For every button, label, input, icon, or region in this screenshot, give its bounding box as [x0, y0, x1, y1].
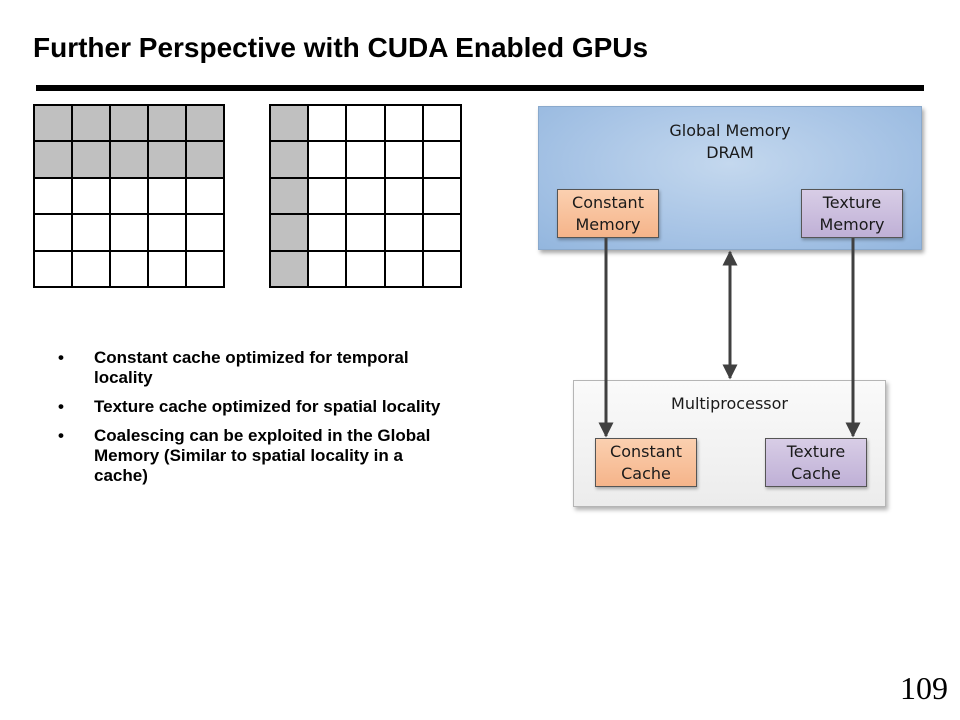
grid-cell-shaded [148, 141, 186, 178]
grid-cell-shaded [72, 105, 110, 142]
grid-cell [422, 250, 461, 287]
multiprocessor-label: Multiprocessor [671, 394, 788, 413]
grid-cell [346, 250, 385, 287]
grid-cell [308, 141, 347, 178]
bullet-item: • Texture cache optimized for spatial lo… [58, 397, 458, 417]
grid-cell [72, 250, 110, 287]
grid-cell-shaded [270, 141, 309, 178]
grid-cell [186, 250, 224, 287]
grid-cell [346, 141, 385, 178]
grid-cell-shaded [72, 141, 110, 178]
texture-cache-line1: Texture [786, 441, 846, 461]
grid-cell [384, 250, 423, 287]
grid-cell [148, 250, 186, 287]
grid-cell [148, 177, 186, 215]
global-memory-subtitle: DRAM [706, 143, 754, 162]
grid-cell-shaded [270, 214, 309, 251]
grid-cell [422, 141, 461, 178]
grid-cell [308, 105, 347, 142]
bullet-marker: • [58, 426, 64, 445]
texture-memory-box: Texture Memory [801, 189, 903, 238]
grid-cell [34, 214, 72, 251]
grid-cell-shaded [270, 250, 309, 287]
grid-cell-shaded [34, 105, 72, 142]
row-access-grid [33, 104, 225, 288]
bullet-text: Constant cache optimized for temporal lo… [94, 348, 409, 387]
constant-memory-box: Constant Memory [557, 189, 659, 238]
grid-cell-shaded [186, 141, 224, 178]
grid-cell-shaded [148, 105, 186, 142]
grid-cell [384, 177, 423, 215]
constant-cache-box: Constant Cache [595, 438, 697, 487]
grid-cell [110, 250, 148, 287]
grid-cell [110, 214, 148, 251]
grid-cell [384, 214, 423, 251]
bullet-text: Coalescing can be exploited in the Globa… [94, 426, 431, 485]
bullet-list: • Constant cache optimized for temporal … [58, 348, 458, 495]
constant-memory-line1: Constant [572, 192, 644, 212]
grid-cell [34, 177, 72, 215]
texture-cache-line2: Cache [791, 463, 841, 483]
constant-memory-line2: Memory [575, 214, 641, 234]
grid-cell-shaded [110, 141, 148, 178]
grid-cell [346, 214, 385, 251]
texture-cache-box: Texture Cache [765, 438, 867, 487]
grid-cell [186, 177, 224, 215]
grid-cell [186, 214, 224, 251]
bullet-item: • Coalescing can be exploited in the Glo… [58, 426, 458, 486]
grid-cell [148, 214, 186, 251]
grid-cell [72, 177, 110, 215]
grid-cell [34, 250, 72, 287]
title-underline [36, 85, 924, 91]
grid-cell-shaded [186, 105, 224, 142]
bullet-marker: • [58, 397, 64, 416]
grid-cell [346, 177, 385, 215]
grid-cell [308, 250, 347, 287]
grid-cell [384, 105, 423, 142]
grid-cell-shaded [110, 105, 148, 142]
slide-title: Further Perspective with CUDA Enabled GP… [33, 32, 649, 63]
constant-cache-line1: Constant [610, 441, 682, 461]
grid-cell [308, 177, 347, 215]
column-access-grid [269, 104, 462, 288]
global-memory-title: Global Memory [669, 121, 791, 140]
global-memory-label: Global Memory DRAM [539, 120, 921, 164]
texture-memory-line2: Memory [819, 214, 885, 234]
grid-cell [422, 214, 461, 251]
grid-cell [422, 105, 461, 142]
texture-memory-line1: Texture [822, 192, 882, 212]
grid-cell-shaded [270, 177, 309, 215]
bullet-text: Texture cache optimized for spatial loca… [94, 397, 441, 416]
grid-cell [346, 105, 385, 142]
grid-cell [72, 214, 110, 251]
bullet-marker: • [58, 348, 64, 367]
bullet-item: • Constant cache optimized for temporal … [58, 348, 458, 388]
grid-cell-shaded [270, 105, 309, 142]
grid-cell [384, 141, 423, 178]
grid-cell [110, 177, 148, 215]
grid-cell [308, 214, 347, 251]
grid-cell-shaded [34, 141, 72, 178]
grid-cell [422, 177, 461, 215]
page-number: 109 [900, 670, 948, 706]
constant-cache-line2: Cache [621, 463, 671, 483]
